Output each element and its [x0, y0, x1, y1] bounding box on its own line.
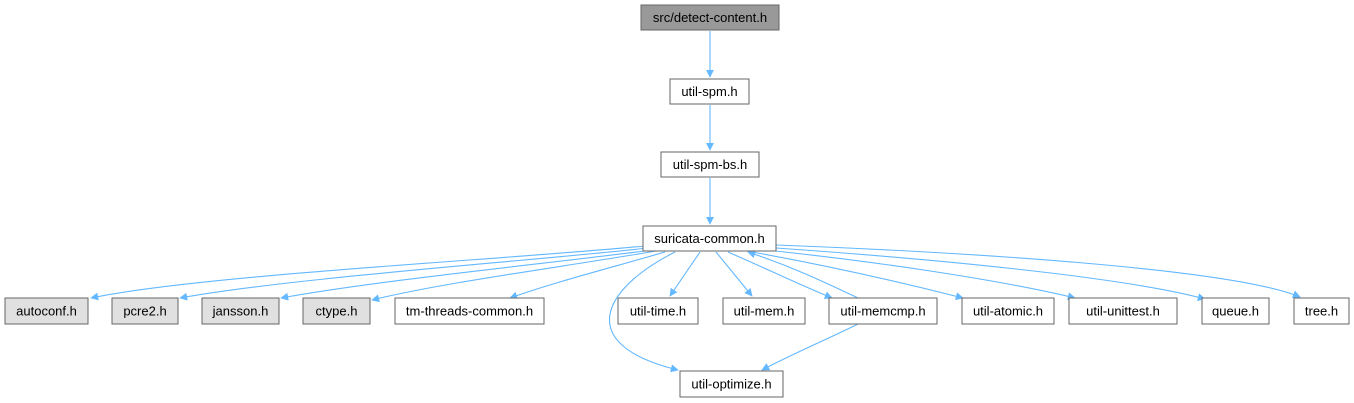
node-box-util-optimize	[679, 370, 784, 398]
node-box-autoconf	[4, 297, 89, 325]
node-box-util-unittest	[1068, 297, 1178, 325]
node-util-spm-bs[interactable]: util-spm-bs.h	[660, 151, 760, 178]
edge-suricata-common-to-util-optimize	[609, 251, 679, 373]
node-box-util-time	[617, 297, 699, 325]
node-suricata-common[interactable]: suricata-common.h	[642, 225, 777, 252]
node-label-tree: tree.h	[1305, 304, 1338, 319]
edge-suricata-common-to-ctype	[371, 250, 657, 303]
node-label-util-unittest: util-unittest.h	[1086, 304, 1160, 319]
node-label-util-atomic: util-atomic.h	[973, 304, 1043, 319]
node-label-util-time: util-time.h	[630, 304, 686, 319]
node-label-util-mem: util-mem.h	[734, 304, 795, 319]
node-box-tm-threads-common	[394, 297, 545, 325]
edge-suricata-common-to-pcre2	[179, 247, 649, 301]
edge-suricata-common-to-util-unittest	[765, 249, 1076, 301]
node-label-queue: queue.h	[1212, 304, 1259, 319]
node-box-util-spm	[669, 78, 750, 105]
edge-suricata-common-to-tm-threads-common	[509, 251, 666, 300]
node-box-ctype	[302, 297, 371, 325]
node-box-util-mem	[722, 297, 806, 325]
node-label-pcre2: pcre2.h	[123, 304, 166, 319]
edge-suricata-common-to-util-mem	[715, 251, 753, 297]
node-autoconf: autoconf.h	[4, 297, 89, 325]
edge-suricata-common-to-util-atomic	[751, 251, 964, 301]
node-box-util-memcmp	[828, 297, 938, 325]
node-detect-content[interactable]: src/detect-content.h	[640, 4, 780, 31]
node-box-queue	[1201, 297, 1270, 325]
node-label-util-spm-bs: util-spm-bs.h	[673, 157, 747, 172]
edge-suricata-common-to-tree	[775, 244, 1301, 298]
node-ctype: ctype.h	[302, 297, 371, 325]
edge-util-memcmp-to-util-optimize	[761, 323, 859, 371]
edges-layer	[90, 31, 1301, 373]
node-tree[interactable]: tree.h	[1293, 297, 1350, 325]
edge-util-memcmp-to-suricata-common	[747, 250, 859, 299]
node-label-autoconf: autoconf.h	[16, 304, 77, 319]
node-util-optimize[interactable]: util-optimize.h	[679, 370, 784, 398]
node-box-util-spm-bs	[660, 151, 760, 178]
node-label-tm-threads-common: tm-threads-common.h	[406, 304, 533, 319]
node-box-tree	[1293, 297, 1350, 325]
edge-suricata-common-to-util-memcmp	[727, 251, 833, 299]
node-label-detect-content: src/detect-content.h	[653, 10, 767, 25]
node-label-util-optimize: util-optimize.h	[691, 377, 771, 392]
node-box-detect-content	[640, 4, 780, 31]
node-util-memcmp[interactable]: util-memcmp.h	[828, 297, 938, 325]
node-label-util-spm: util-spm.h	[681, 84, 737, 99]
node-label-suricata-common: suricata-common.h	[654, 231, 765, 246]
edge-suricata-common-to-jansson	[280, 249, 653, 301]
node-label-util-memcmp: util-memcmp.h	[840, 304, 925, 319]
node-label-ctype: ctype.h	[316, 304, 358, 319]
node-queue[interactable]: queue.h	[1201, 297, 1270, 325]
node-box-pcre2	[111, 297, 179, 325]
edge-suricata-common-to-queue	[775, 247, 1206, 301]
edge-suricata-common-to-util-time	[669, 251, 701, 297]
node-util-mem[interactable]: util-mem.h	[722, 297, 806, 325]
nodes-layer: src/detect-content.h util-spm.h util-spm-b…	[4, 4, 1350, 398]
node-util-spm[interactable]: util-spm.h	[669, 78, 750, 105]
node-util-time[interactable]: util-time.h	[617, 297, 699, 325]
node-box-util-atomic	[961, 297, 1055, 325]
node-box-jansson	[201, 297, 280, 325]
node-jansson: jansson.h	[201, 297, 280, 325]
edge-suricata-common-to-autoconf	[90, 245, 646, 301]
node-util-unittest[interactable]: util-unittest.h	[1068, 297, 1178, 325]
node-tm-threads-common[interactable]: tm-threads-common.h	[394, 297, 545, 325]
node-box-suricata-common	[642, 225, 777, 252]
node-util-atomic[interactable]: util-atomic.h	[961, 297, 1055, 325]
node-label-jansson: jansson.h	[212, 304, 269, 319]
node-pcre2: pcre2.h	[111, 297, 179, 325]
